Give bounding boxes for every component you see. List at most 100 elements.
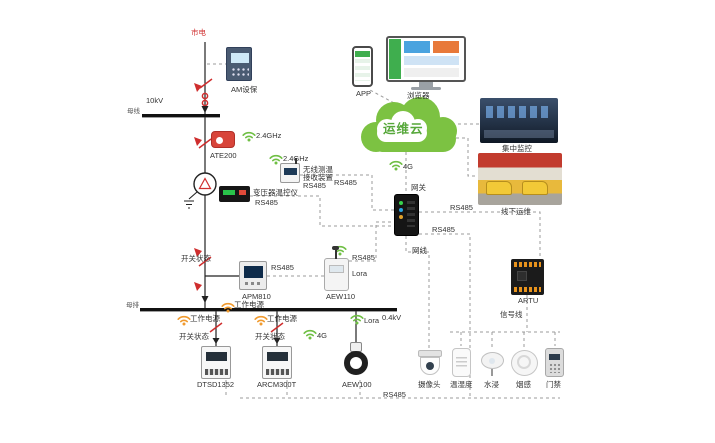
4g-bottom-label: 4G [317,331,328,340]
aew110-device [324,246,349,291]
monitor-sidebar [389,39,401,79]
app-phone [352,46,373,87]
indicator-arrows [194,83,202,291]
receiver-rs485-label: RS485 [334,178,357,187]
signal-line-label: 信号线 [500,310,523,319]
aew100-ct-ring [344,351,368,375]
temp-humidity-sensor-device [452,348,471,377]
gateway-rs485-lower-label: RS485 [432,225,455,234]
door-access-device [545,348,564,377]
camera-mount [418,350,442,357]
gateway-ports [407,201,415,227]
relay-buttons [231,67,249,76]
wireless-receiver-device [280,158,300,183]
photo-vehicle-2 [522,181,548,195]
browser-monitor [386,36,466,82]
aew110-antenna-cap [332,246,339,250]
ate200-label: ATE200 [210,151,237,160]
monitoring-room-photo [480,98,558,143]
power-supply-label-3: 工作电源 [267,314,297,323]
gateway-device [394,194,419,236]
water-sensor-probe [491,369,493,376]
mains-label: 市电 [191,28,206,37]
smoke-detector-ring [517,355,531,369]
busbar-bottom-label: 母排 [126,302,139,309]
gateway-led-2 [399,208,403,212]
breaker-switch-symbols [198,78,284,333]
arcm300t-device [262,346,292,379]
lora-bottom-label: Lora [364,316,380,325]
apm810-keys [245,282,262,285]
power-supply-icon-2 [177,315,191,327]
water-leak-sensor-device [481,352,504,376]
aew110-antenna [335,250,337,259]
voltage-bottom-label: 0.4kV [382,313,402,322]
aew110-label: AEW110 [326,292,356,301]
dtsd1352-terminals [205,369,228,375]
gateway-led-1 [399,201,403,205]
busbar-bottom-bar [140,308,397,312]
temp-controller-label: 变压器温控仪 [253,188,298,197]
aew110-lora-label: Lora [352,269,368,278]
phone-content [355,59,370,81]
monitor-base [411,87,441,90]
freq-label-1: 2.4GHz [256,131,282,140]
gateway-led-3 [399,215,403,219]
arcm300t-lcd [267,352,288,361]
dtsd1352-label: DTSD1352 [197,380,235,389]
water-label: 水浸 [484,380,499,389]
app-label: APP [356,89,372,98]
aew100-label: AEW100 [342,380,372,389]
aew100-device [341,342,371,378]
voltage-top-label: 10kV [146,96,164,105]
browser-label: 浏览器 [407,91,430,100]
ate200-sensor-device [211,131,235,148]
temp-controller-rs485-label: RS485 [255,198,278,207]
comm-lines [207,63,560,399]
wifi-icon-4g-top [389,160,403,172]
temp-controller-display-red [239,190,246,195]
door-access-keypad [549,363,560,373]
water-sensor-cap [489,358,495,364]
camera-device [417,350,443,377]
camera-lens [426,362,434,370]
wifi-icon-4g-bottom [303,329,317,341]
monitor-tile-1 [404,41,430,53]
photo-field-label: 线下运维 [501,207,531,216]
receiver-antenna [295,158,297,164]
door-label: 门禁 [546,380,561,389]
wifi-icon-lora-bottom [350,314,364,326]
artu-device [511,259,544,295]
photo-screens [486,106,552,118]
receiver-label-line3: RS485 [303,181,326,190]
gateway-4g-label: 4G [403,162,414,171]
photo-desk [484,130,554,138]
power-supply-icon-3 [254,315,268,327]
photo-vehicle-1 [486,181,512,195]
smoke-detector-device [511,350,538,376]
arcm300t-label: ARCM300T [257,380,297,389]
receiver-label-line2: 接收装置 [303,173,333,182]
camera-label: 摄像头 [418,380,441,389]
transformer-temp-controller-device [219,186,250,202]
wifi-icon-24ghz-1 [242,131,256,143]
busbar-top-bar [142,114,220,118]
switch-state-label-3: 开关状态 [255,332,285,341]
monitor-tile-3 [404,56,459,65]
phone-header [355,51,370,57]
temp-controller-display-green [223,190,235,195]
gateway-label: 网关 [411,183,426,192]
apm810-device [239,261,267,290]
flow-arrows [201,106,281,344]
arcm300t-terminals [266,369,289,375]
door-access-screen [549,354,560,360]
freq-label-2: 2.4GHz [283,154,309,163]
monitor-stand [419,82,433,87]
dtsd1352-device [201,346,231,379]
apm810-screen [244,266,263,278]
cloud-icon [361,97,457,152]
transformer-symbol [184,172,217,209]
artu-label: ARTU [518,296,539,305]
